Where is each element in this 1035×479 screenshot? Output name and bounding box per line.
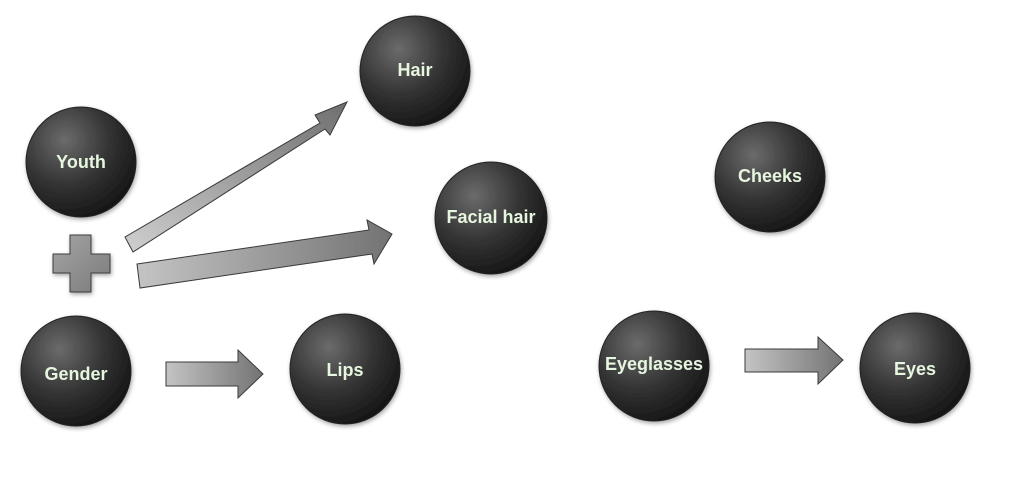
arrow-eyeglasses-to-eyes — [744, 335, 844, 386]
node-eyeglasses: Eyeglasses — [598, 310, 710, 422]
arrow-youth-gender-to-hair — [124, 101, 349, 253]
arrow-youth-gender-to-facial-hair — [136, 219, 393, 289]
plus-icon — [52, 234, 111, 293]
node-hair: Hair — [359, 15, 471, 127]
node-hair-label: Hair — [397, 60, 432, 80]
node-facial-hair: Facial hair — [434, 161, 548, 275]
node-gender: Gender — [20, 315, 132, 427]
node-eyes: Eyes — [859, 312, 971, 424]
arrow-gender-to-lips — [165, 348, 264, 400]
node-facial-hair-label: Facial hair — [446, 207, 535, 227]
node-youth-label: Youth — [56, 152, 106, 172]
node-cheeks-label: Cheeks — [738, 166, 802, 186]
node-eyes-label: Eyes — [894, 359, 936, 379]
node-lips-label: Lips — [326, 360, 363, 380]
node-cheeks: Cheeks — [714, 121, 826, 233]
node-lips: Lips — [289, 313, 401, 425]
node-youth: Youth — [25, 106, 137, 218]
node-gender-label: Gender — [44, 364, 107, 384]
node-eyeglasses-label: Eyeglasses — [605, 354, 703, 374]
